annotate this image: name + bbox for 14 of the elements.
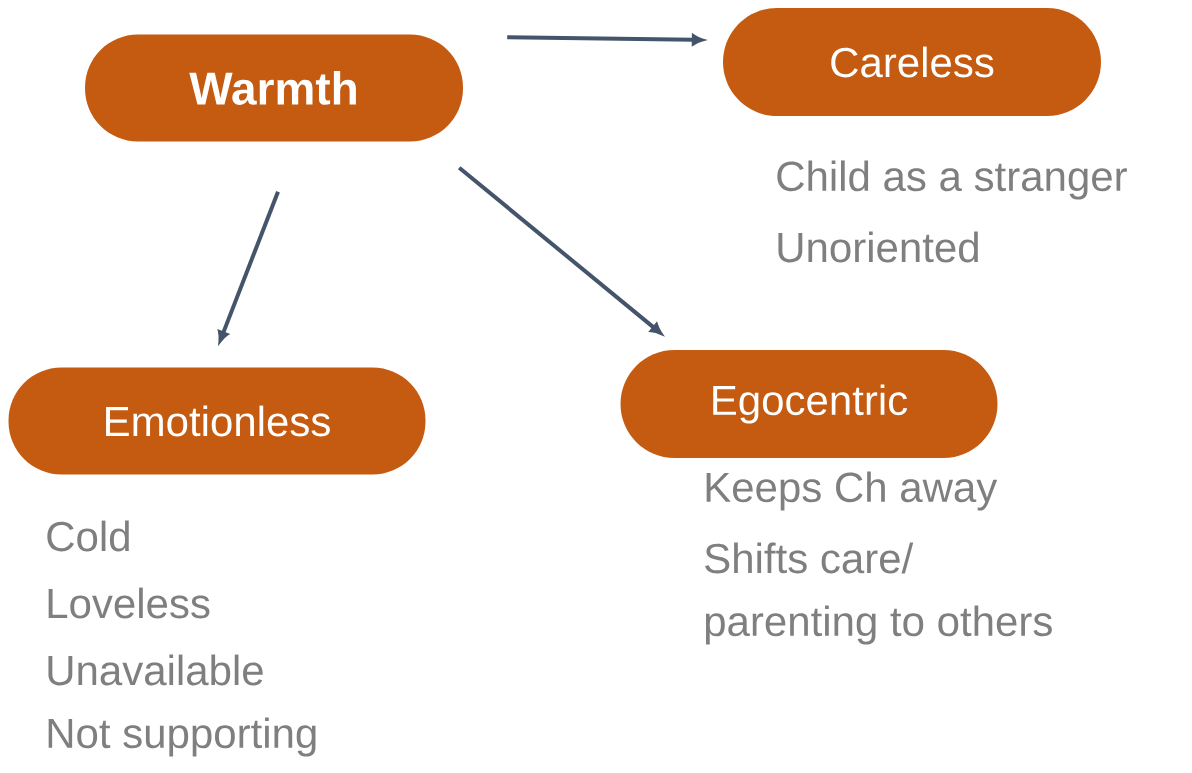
list-item: Child as a stranger xyxy=(777,160,1127,200)
list-item: Shifts care/ xyxy=(705,542,914,574)
list-item: Keeps Ch away xyxy=(706,471,998,511)
arrow xyxy=(457,166,663,335)
list-item: parenting to others xyxy=(705,605,1052,645)
list-item: Loveless xyxy=(48,587,210,619)
list-item: Not supporting xyxy=(48,717,316,757)
list-item: Cold xyxy=(47,520,129,552)
list-item: Unavailable xyxy=(48,654,263,686)
rounded-box: Egocentric xyxy=(620,350,998,458)
rounded-box: Warmth xyxy=(85,34,463,142)
list-item: Unoriented xyxy=(778,231,978,263)
rounded-box: Careless xyxy=(723,8,1101,116)
rounded-box: Emotionless xyxy=(8,367,426,475)
